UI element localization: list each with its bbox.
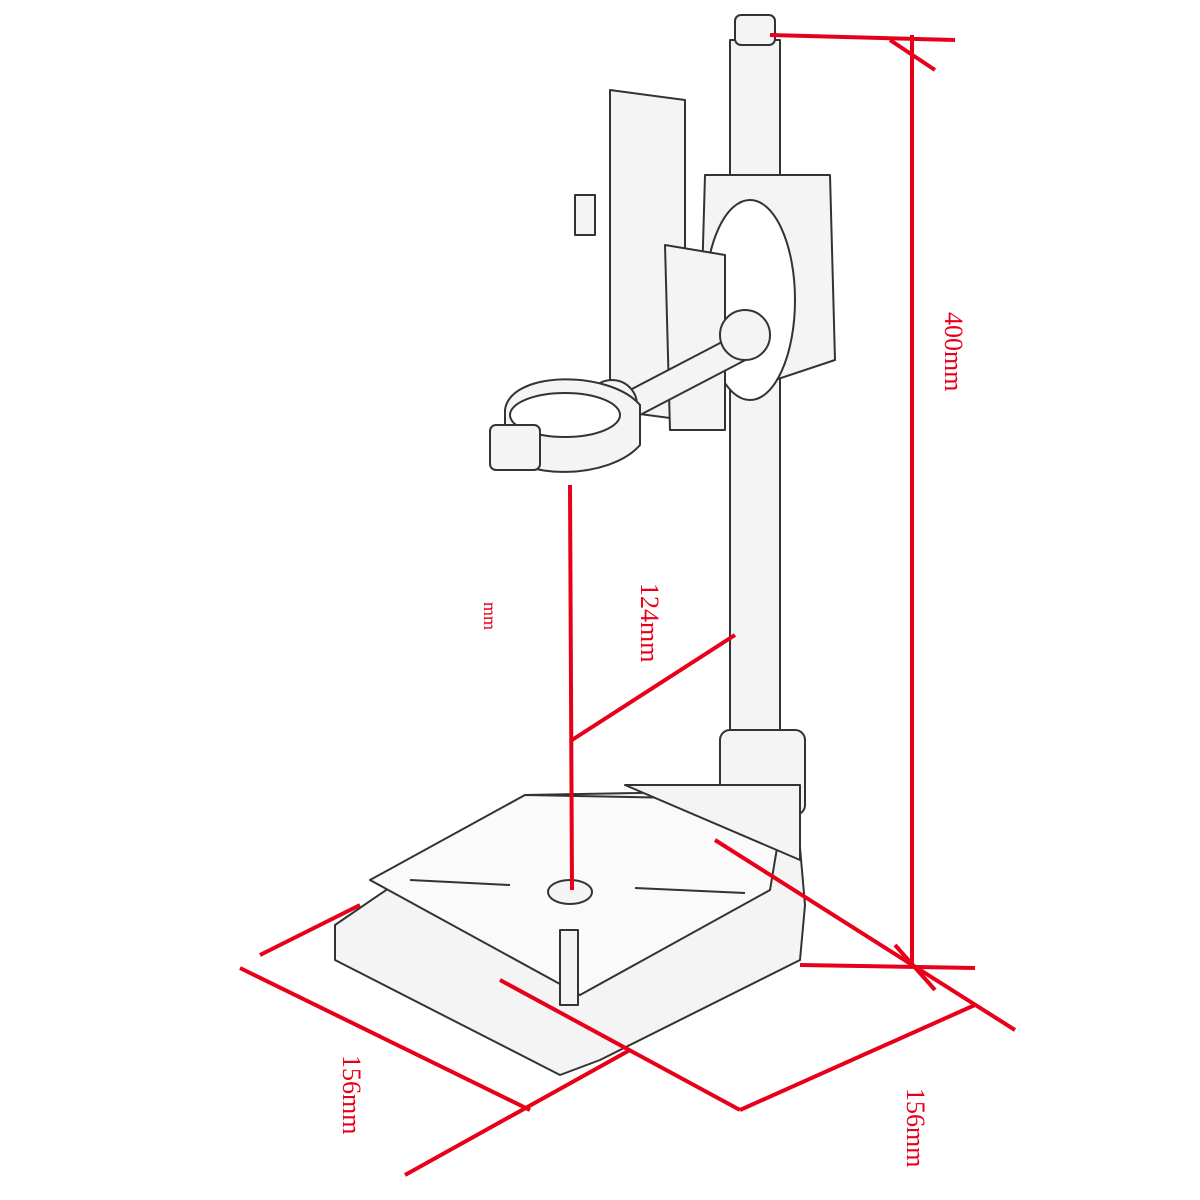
base-width-dimension-label: 156mm [337, 1055, 366, 1135]
base-depth-dimension-label: 156mm [901, 1088, 930, 1168]
column-top-cap [734, 14, 776, 46]
clamp-reach-dimension-label: 124mm [635, 583, 664, 663]
clamp-height-unit-label: mm [480, 602, 500, 631]
height-dimension-label: 400mm [939, 312, 968, 392]
dimension-lines [239, 33, 1017, 1177]
